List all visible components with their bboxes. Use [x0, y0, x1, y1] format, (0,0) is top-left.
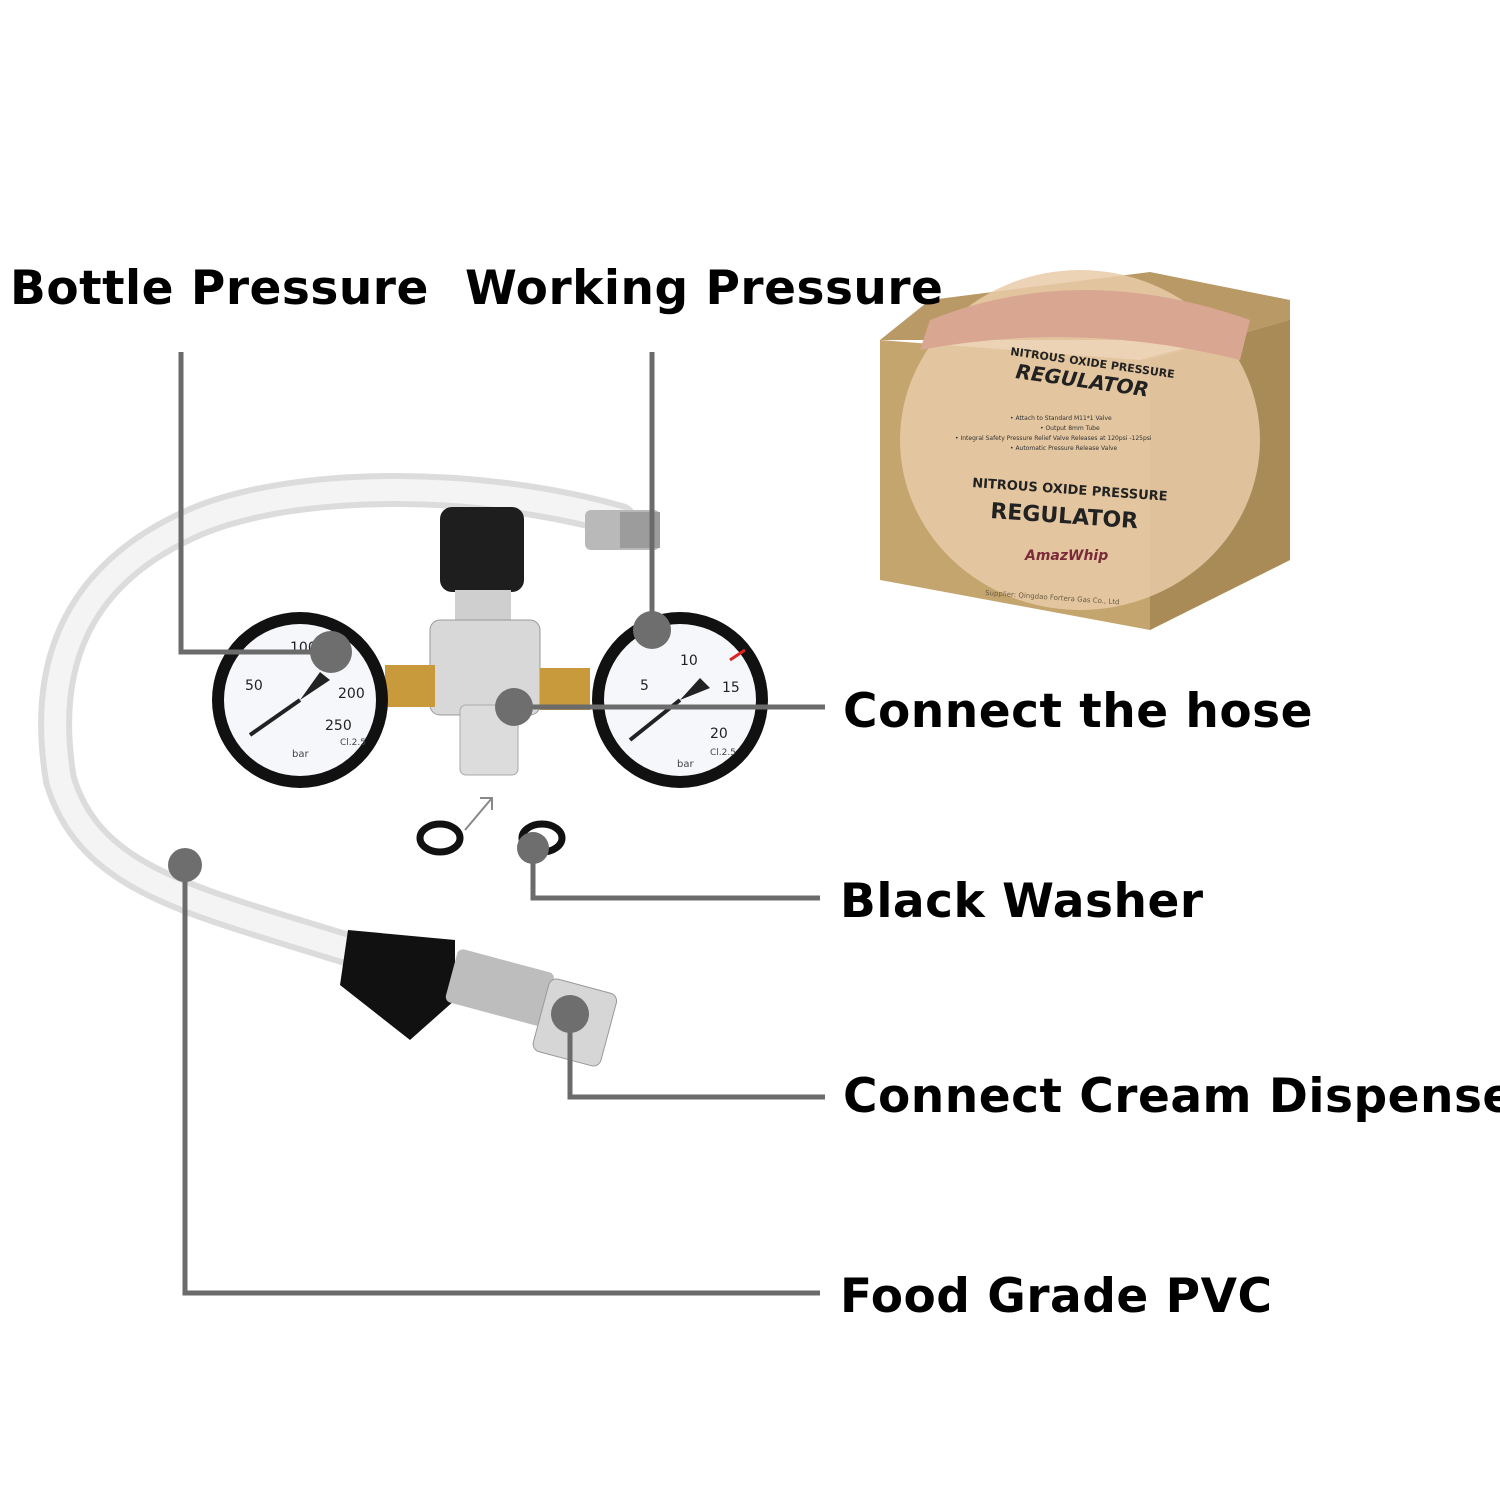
gauge-tick-label: 5: [640, 678, 649, 694]
product-box: NITROUS OXIDE PRESSURE REGULATOR • Attac…: [880, 270, 1290, 630]
callout-connect-dispenser: [551, 995, 825, 1100]
gauge-tick-label: 250: [325, 718, 352, 734]
label-working-pressure: Working Pressure: [465, 261, 944, 316]
svg-text:• Attach to Standard M11*1 Val: • Attach to Standard M11*1 Valve: [1010, 415, 1112, 422]
gauge-tick-label: 20: [710, 726, 728, 742]
label-food-grade-pvc: Food Grade PVC: [840, 1269, 1273, 1324]
svg-text:• Automatic Pressure Release V: • Automatic Pressure Release Valve: [1010, 445, 1118, 452]
gauge-tick-label: 200: [338, 686, 365, 702]
callout-black-washer: [517, 832, 820, 901]
svg-text:AmazWhip: AmazWhip: [1024, 548, 1108, 564]
callout-working-pressure: [633, 352, 671, 649]
working-pressure-gauge: 5 10 15 20 bar Cl.2.5: [592, 612, 768, 788]
gauge-tick-label: 15: [722, 680, 740, 696]
svg-text:• Integral Safety Pressure Rel: • Integral Safety Pressure Relief Valve …: [955, 435, 1152, 442]
gauge-tick-label: 10: [680, 653, 698, 669]
label-connect-dispenser: Connect Cream Dispenser: [843, 1069, 1500, 1124]
label-bottle-pressure: Bottle Pressure: [10, 261, 429, 316]
pvc-hose: [38, 473, 660, 967]
gauge-class: Cl.2.5: [340, 738, 366, 748]
label-black-washer: Black Washer: [840, 874, 1204, 929]
gauge-unit: bar: [677, 759, 694, 770]
svg-text:• Output 8mm Tube: • Output 8mm Tube: [1040, 425, 1100, 432]
gauge-unit: bar: [292, 749, 309, 760]
gauge-tick-label: 50: [245, 678, 263, 694]
callout-bottle-pressure: [178, 352, 352, 673]
bottle-pressure-gauge: 50 100 200 250 bar Cl.2.5: [212, 612, 388, 788]
regulator: [385, 507, 590, 776]
label-connect-hose: Connect the hose: [843, 684, 1314, 739]
gauge-class: Cl.2.5: [710, 748, 736, 758]
callout-connect-hose: [495, 688, 825, 726]
callout-food-grade-pvc: [168, 848, 820, 1296]
